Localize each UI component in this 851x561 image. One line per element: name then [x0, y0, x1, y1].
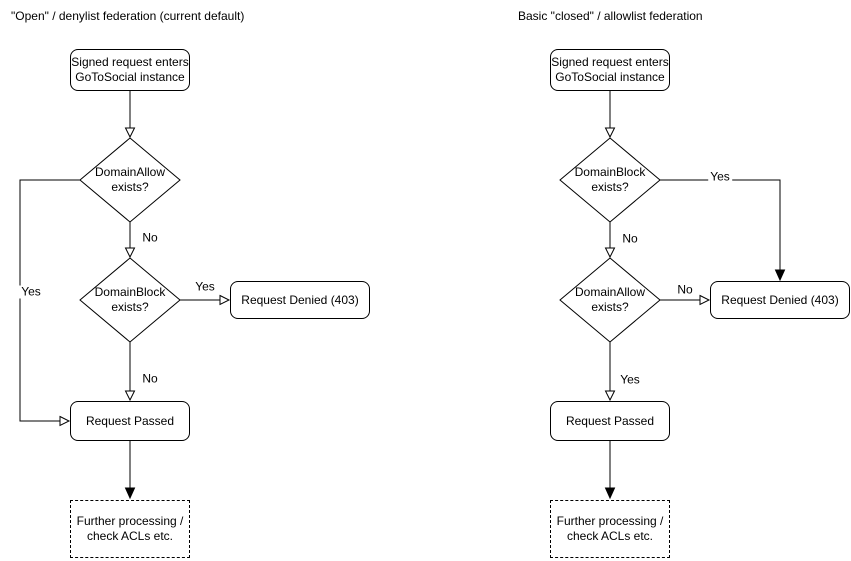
node-domainblock-line2: exists? [111, 300, 149, 314]
diamond-domainblock-shape [559, 137, 661, 223]
node-signed-request-line2: GoToSocial instance [555, 70, 665, 84]
node-domainallow-line2: exists? [591, 300, 629, 314]
node-domainblock-line2: exists? [591, 180, 629, 194]
edge-label-allow-no: No [140, 230, 160, 245]
edge-domainblock-yes-to-denied [660, 179, 780, 280]
node-domainallow-decision: DomainAllow exists? [560, 258, 660, 342]
node-domainblock-decision: DomainBlock exists? [560, 138, 660, 222]
diamond-domainallow-shape [559, 257, 661, 343]
right-chart-title: Basic "closed" / allowlist federation [518, 9, 703, 23]
edge-label-allow-no: No [675, 282, 695, 297]
node-domainallow-line1: DomainAllow [574, 285, 646, 299]
node-further-processing: Further processing / check ACLs etc. [70, 500, 190, 558]
node-domainblock-line1: DomainBlock [94, 285, 166, 299]
left-chart-title: "Open" / denylist federation (current de… [11, 9, 245, 23]
node-request-passed-label: Request Passed [565, 413, 655, 428]
diamond-domainblock-shape [79, 257, 181, 343]
node-domainallow-line1: DomainAllow [94, 165, 166, 179]
edge-label-allow-yes: Yes [19, 284, 43, 299]
node-signed-request: Signed request enters GoToSocial instanc… [550, 49, 670, 91]
node-request-denied: Request Denied (403) [230, 281, 370, 319]
node-request-passed: Request Passed [70, 401, 190, 441]
node-further-processing-line2: check ACLs etc. [566, 529, 654, 543]
node-domainblock-decision: DomainBlock exists? [80, 258, 180, 342]
edge-label-block-no: No [140, 371, 160, 386]
node-request-denied-label: Request Denied (403) [241, 292, 359, 307]
edge-label-block-yes: Yes [708, 169, 732, 184]
node-signed-request-line1: Signed request enters [71, 55, 189, 69]
node-request-passed-label: Request Passed [85, 413, 175, 428]
node-domainallow-line2: exists? [111, 180, 149, 194]
edge-label-block-yes: Yes [193, 279, 217, 294]
node-domainblock-line1: DomainBlock [574, 165, 646, 179]
edge-label-block-no: No [620, 231, 640, 246]
node-request-denied: Request Denied (403) [710, 281, 850, 319]
edge-domainallow-yes-to-passed [19, 179, 80, 427]
node-request-passed: Request Passed [550, 401, 670, 441]
node-further-processing: Further processing / check ACLs etc. [550, 500, 670, 558]
node-request-denied-label: Request Denied (403) [721, 292, 839, 307]
node-signed-request: Signed request enters GoToSocial instanc… [70, 49, 190, 91]
edge-label-allow-yes: Yes [618, 372, 642, 387]
diamond-domainallow-shape [79, 137, 181, 223]
node-signed-request-line1: Signed request enters [551, 55, 669, 69]
node-further-processing-line2: check ACLs etc. [86, 529, 174, 543]
node-further-processing-line1: Further processing / [76, 514, 184, 528]
node-further-processing-line1: Further processing / [556, 514, 664, 528]
node-signed-request-line2: GoToSocial instance [75, 70, 185, 84]
node-domainallow-decision: DomainAllow exists? [80, 138, 180, 222]
